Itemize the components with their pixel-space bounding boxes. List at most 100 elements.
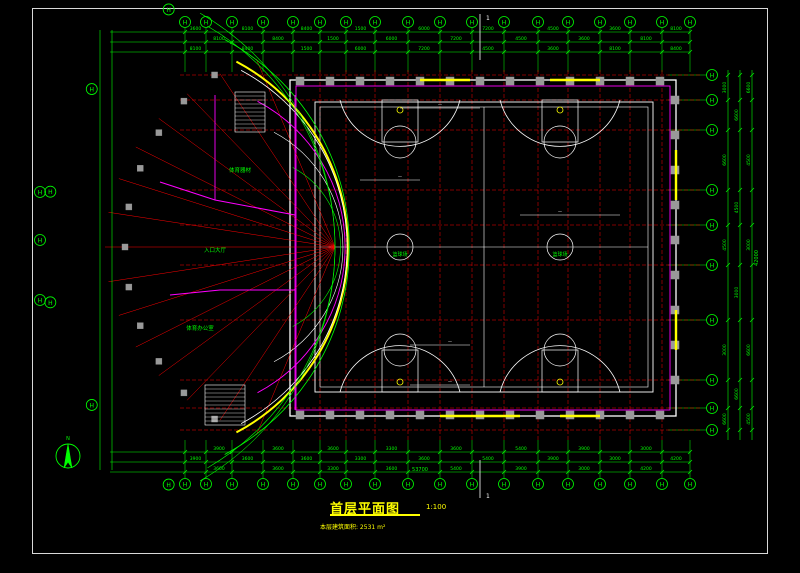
axis-bubble-right [706, 69, 718, 81]
axis-bubble-label: H [204, 482, 209, 489]
annotation-text: — [398, 174, 402, 179]
axis-bubble-label: H [710, 378, 715, 385]
axis-bubble-label: H [710, 428, 715, 435]
dim-tick [437, 469, 443, 475]
dim-tick [469, 459, 475, 465]
dim-text-bottom: 3600 [386, 466, 398, 472]
radial-axis-line [118, 178, 336, 248]
dim-tick [437, 29, 443, 35]
dim-tick [627, 39, 633, 45]
dim-text-top: 1500 [355, 26, 367, 32]
axis-bubble-arc [85, 399, 98, 411]
dim-tick [405, 49, 411, 55]
axis-bubble-right [706, 184, 718, 196]
dim-tick [749, 427, 755, 433]
dim-tick [725, 377, 731, 383]
dim-tick [725, 262, 731, 268]
dim-text-bottom: 3600 [327, 446, 339, 452]
basket-hoop [396, 106, 404, 114]
dim-tick [469, 49, 475, 55]
dim-tick [749, 222, 755, 228]
axis-bubble-bottom [466, 478, 478, 490]
axis-bubble-top [179, 16, 191, 28]
axis-bubble-bottom [684, 478, 696, 490]
dim-text-right: 4500 [734, 202, 740, 214]
dim-tick [737, 427, 743, 433]
axis-bubble-label: H [710, 223, 715, 230]
dim-tick [290, 469, 296, 475]
axis-bubble-label: H [470, 482, 475, 489]
axis-bubble-label: H [710, 318, 715, 325]
dim-tick [749, 317, 755, 323]
radial-axis-line [186, 93, 336, 248]
free-throw-circle [383, 333, 417, 367]
dim-text-top: 3600 [578, 36, 590, 42]
dim-text-top: 6000 [418, 26, 430, 32]
annotation-text: — [448, 379, 452, 384]
dim-text-bottom: 3300 [327, 466, 339, 472]
dim-tick [687, 469, 693, 475]
dim-tick [182, 49, 188, 55]
column [670, 200, 680, 210]
dim-tick [749, 72, 755, 78]
axis-bubble-label: H [628, 482, 633, 489]
dim-text-right: 6600 [722, 413, 728, 425]
dim-text-top: 4500 [515, 36, 527, 42]
dim-tick [725, 427, 731, 433]
dim-tick [749, 97, 755, 103]
room-label: 体育办公室 [186, 324, 214, 332]
axis-bubble-label: H [536, 20, 541, 27]
axis-bubble-label: H [660, 482, 665, 489]
dim-tick [469, 469, 475, 475]
dim-tick [749, 405, 755, 411]
key-lane [381, 349, 419, 393]
north-label: N [66, 436, 70, 442]
dim-tick [469, 449, 475, 455]
axis-bubble-arc [162, 3, 175, 16]
dim-text-right: 6600 [746, 344, 752, 356]
axis-bubble-top [434, 16, 446, 28]
dim-tick [737, 97, 743, 103]
dim-tick [737, 262, 743, 268]
dim-text-bottom: 3600 [450, 446, 462, 452]
dim-tick [203, 49, 209, 55]
arc-column [180, 389, 188, 397]
column [535, 76, 545, 86]
room-label: 体育器材 [229, 166, 252, 174]
axis-bubble-label: H [502, 20, 507, 27]
outer-dim-arc [199, 12, 336, 482]
dim-text-right: 3000 [746, 239, 752, 251]
dim-tick [597, 449, 603, 455]
column [475, 76, 485, 86]
axis-bubble-top [314, 16, 326, 28]
axis-bubble-label: H [183, 20, 188, 27]
axis-bubble-label: H [710, 73, 715, 80]
dim-tick [290, 459, 296, 465]
dim-tick [317, 49, 323, 55]
axis-bubble-label: H [688, 20, 693, 27]
dim-tick [317, 469, 323, 475]
dim-text-top: 8100 [213, 36, 225, 42]
column [670, 130, 680, 140]
dim-tick [343, 469, 349, 475]
dim-tick [372, 469, 378, 475]
axis-bubble-right [706, 402, 718, 414]
axis-bubble-bottom [434, 478, 446, 490]
axis-bubble-label: H [660, 20, 665, 27]
axis-bubble-label: H [166, 7, 171, 14]
dim-text-bottom: 3900 [213, 446, 225, 452]
dim-text-top: 3600 [609, 26, 621, 32]
arc-column [180, 97, 188, 105]
dim-tick [501, 29, 507, 35]
axis-bubble-bottom [594, 478, 606, 490]
axis-bubble-label: H [38, 190, 43, 197]
dim-tick [405, 39, 411, 45]
axis-bubble-right [706, 259, 718, 271]
dim-tick [343, 459, 349, 465]
axis-bubble-right [706, 374, 718, 386]
dim-tick [565, 449, 571, 455]
arc-column [211, 415, 218, 423]
three-point-arc [499, 345, 621, 393]
